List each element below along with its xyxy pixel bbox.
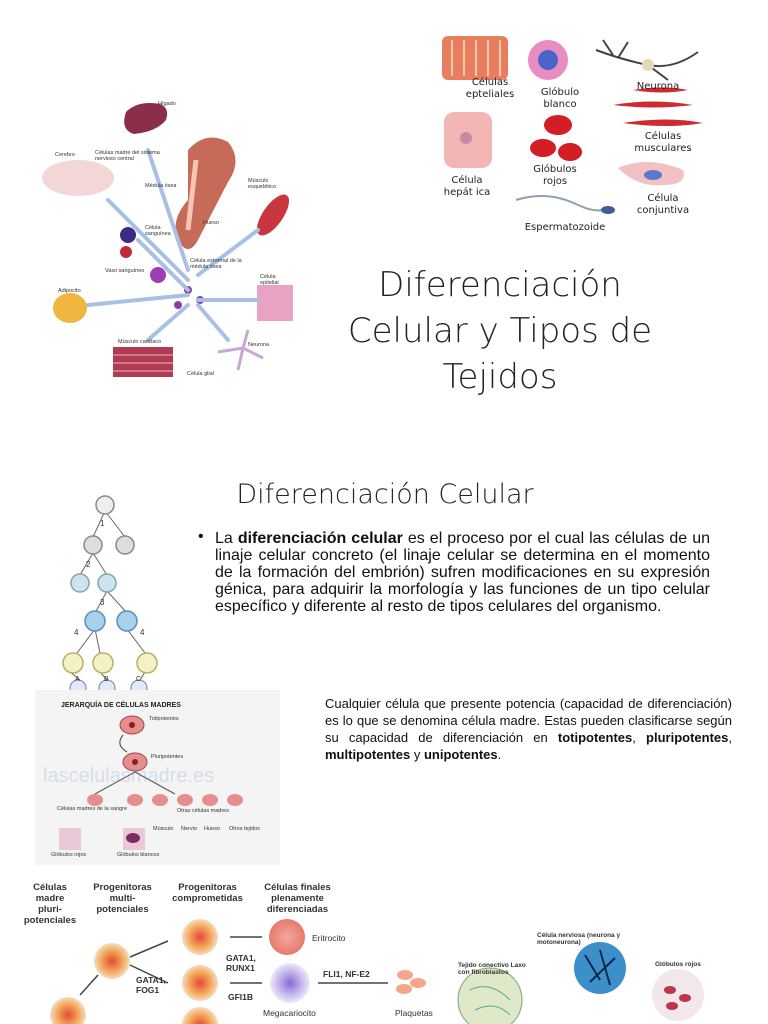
tree-leaf-b: B bbox=[104, 676, 109, 683]
potency-paragraph: Cualquier célula que presente potencia (… bbox=[325, 696, 732, 762]
bone-shape bbox=[175, 137, 236, 249]
label-musculo-esqueletico: Músculo esquelético bbox=[248, 178, 276, 191]
label-pluripotentes: Pluripotentes bbox=[151, 754, 184, 760]
tree-leaf-a: A bbox=[75, 676, 80, 683]
label-tejido-conectivo: Tejido conectivo Laxo con fibroblastos bbox=[458, 962, 526, 977]
label-otras-celulas: Otras células madres bbox=[177, 808, 229, 814]
label-globulos-rojos-t: Glóbulos rojos bbox=[655, 961, 701, 968]
tree-number-2: 2 bbox=[86, 560, 91, 569]
tree-number-3: 3 bbox=[100, 598, 105, 607]
tree-number-1: 1 bbox=[100, 519, 105, 528]
stem-cell-hierarchy-figure: JERARQUÍA DE CÉLULAS MADRES Totipotentes… bbox=[35, 690, 280, 865]
label-plaquetas: Plaquetas bbox=[395, 1008, 433, 1018]
header-col4: Células finales plenamente diferenciadas bbox=[264, 882, 331, 915]
label-hueso-h: Hueso bbox=[204, 826, 220, 832]
neuron-shape bbox=[217, 329, 264, 371]
slide-3: Células madre pluri- potenciales Progeni… bbox=[0, 875, 768, 1024]
label-adipocito: Adipocito bbox=[58, 288, 81, 294]
label-celula-glial: Célula glial bbox=[187, 371, 214, 377]
bullet-marker: • bbox=[198, 528, 204, 545]
label-nervio: Nervio bbox=[181, 826, 197, 832]
label-otros-tejidos: Otros tejidos bbox=[229, 826, 260, 832]
label-gata1-fog1: GATA1, FOG1 bbox=[136, 975, 166, 996]
tissue-figure bbox=[457, 942, 704, 1024]
label-celulas-musculares: Células musculares bbox=[634, 131, 692, 154]
label-celula-sanguinea: Célula sanguínea bbox=[145, 225, 171, 238]
label-gata1-runx1: GATA1, RUNX1 bbox=[226, 953, 256, 974]
muscle-cells-shape bbox=[613, 101, 693, 108]
label-totipotentes: Totipotentes bbox=[149, 716, 179, 722]
hierarchy-graphic bbox=[59, 715, 243, 850]
label-musculo-cardiaco: Músculo cardíaco bbox=[118, 339, 162, 345]
label-neurona-cell: Neurona bbox=[636, 81, 680, 92]
label-megacariocito: Megacariocito bbox=[263, 1008, 316, 1018]
label-celulas-madre-snc: Células madre del sistema nervioso centr… bbox=[95, 150, 160, 163]
label-celula-hepatica: Célula hepát ica bbox=[443, 175, 491, 198]
definition-paragraph: La diferenciación celular es el proceso … bbox=[215, 530, 710, 615]
label-globulos-blancos-h: Glóbulos blancos bbox=[117, 852, 160, 858]
hierarchy-heading: JERARQUÍA DE CÉLULAS MADRES bbox=[61, 702, 181, 709]
hematopoiesis-diagram bbox=[50, 919, 426, 1024]
brain-shape bbox=[42, 160, 114, 196]
tree-number-4a: 4 bbox=[74, 628, 79, 637]
label-neurona: Neurona bbox=[248, 342, 270, 348]
label-vaso-sanguineo: Vaso sanguíneo bbox=[105, 268, 145, 274]
cell-types-illustration bbox=[442, 36, 703, 214]
label-celula-nerviosa: Célula nerviosa (neurona y motoneurona) bbox=[537, 932, 621, 947]
skeletal-muscle-shape bbox=[256, 194, 290, 236]
header-col3: Progenitoras comprometidas bbox=[172, 882, 243, 904]
label-higado: Hígado bbox=[158, 101, 176, 107]
header-col1: Células madre pluri- potenciales bbox=[23, 882, 77, 926]
cardiac-muscle-shape bbox=[113, 347, 173, 377]
sperm-shape bbox=[515, 195, 604, 212]
label-globulos-rojos: Glóbulos rojos bbox=[533, 164, 577, 187]
liver-shape bbox=[124, 103, 168, 134]
red-blood-cells-shape bbox=[544, 115, 572, 135]
label-gfi1b: GFI1B bbox=[228, 992, 254, 1002]
label-celula-epitelial: Célula epitelial bbox=[260, 274, 279, 287]
tree-number-4b: 4 bbox=[140, 628, 145, 637]
blood-cell-shape bbox=[120, 227, 136, 243]
label-celulas-sangre: Células madres de la sangre bbox=[57, 806, 128, 812]
label-celulas-epiteliales: Células epteliales bbox=[465, 77, 515, 100]
epithelial-shape bbox=[257, 285, 293, 321]
slide-2-title: Diferenciación Celular bbox=[236, 479, 534, 510]
slide-2: Diferenciación Celular 1 2 3 4 4 A B C •… bbox=[0, 440, 768, 870]
slide-1-title: Diferenciación Celular y Tipos de Tejido… bbox=[347, 265, 653, 397]
label-eritrocito: Eritrocito bbox=[312, 933, 346, 943]
label-globulos-rojos-h: Glóbulos rojos bbox=[51, 852, 87, 858]
label-fli1: FLI1, NF-E2 bbox=[323, 969, 370, 979]
label-cerebro: Cerebro bbox=[55, 152, 75, 158]
lineage-tree bbox=[62, 495, 158, 695]
label-globulo-blanco: Glóbulo blanco bbox=[540, 87, 580, 110]
label-celula-conjuntiva: Célula conjuntiva bbox=[636, 193, 690, 216]
label-celula-estromal: Célula estromal de la médula ósea bbox=[190, 258, 242, 271]
header-col2: Progenitoras multi- potenciales bbox=[93, 882, 152, 915]
label-medula-osea: Médula ósea bbox=[145, 183, 177, 189]
stem-cell-diagram bbox=[42, 103, 293, 377]
tree-leaf-c: C bbox=[136, 676, 142, 683]
label-espermatozoide: Espermatozoide bbox=[524, 222, 606, 233]
slide-1: Hígado Cerebro Células madre del sistema… bbox=[0, 0, 768, 430]
hierarchy-watermark: lascelulasmadre.es bbox=[43, 765, 215, 787]
adipocyte-shape bbox=[53, 293, 87, 323]
label-musculo: Músculo bbox=[153, 826, 174, 832]
label-hueso: Hueso bbox=[203, 220, 219, 226]
